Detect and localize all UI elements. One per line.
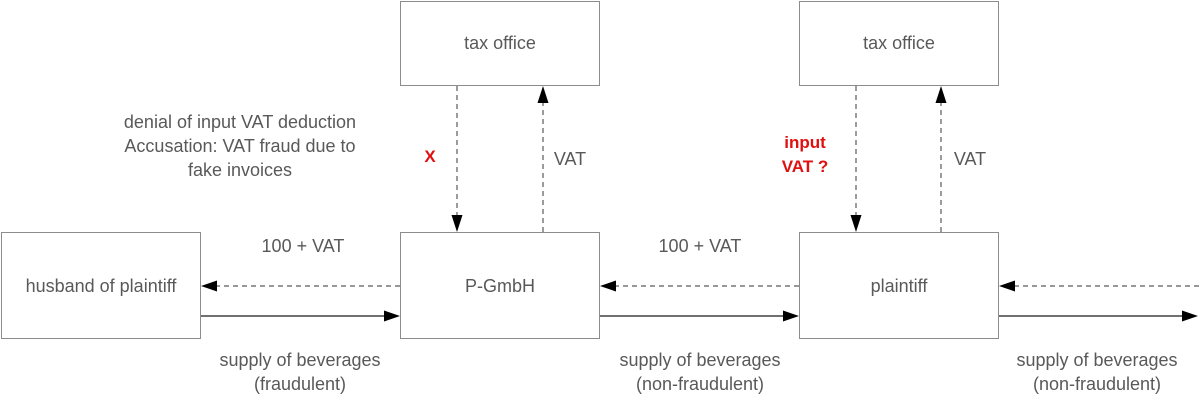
denial-line-2: Accusation: VAT fraud due to [124, 136, 355, 156]
plaintiff-node: plaintiff [799, 232, 999, 339]
supply-1-line-2: (fraudulent) [254, 374, 346, 394]
supply-arrow-pgmbh-to-plaintiff-head [783, 310, 799, 322]
input-vat-question-arrow [850, 86, 862, 232]
tax-office-right-box [799, 1, 999, 86]
payment-label-left: 100 + VAT [262, 236, 345, 256]
input-vat-line-2: VAT ? [782, 157, 829, 176]
supply-arrow-pgmbh-to-plaintiff [600, 310, 799, 322]
payment-arrow-plaintiff-to-pgmbh-head [600, 280, 616, 292]
payment-arrow-pgmbh-to-husband [201, 280, 400, 292]
supply-label-1: supply of beverages (fraudulent) [219, 350, 380, 394]
supply-label-2: supply of beverages (non-fraudulent) [619, 350, 780, 394]
vat-label-left: VAT [554, 149, 586, 169]
supply-2-line-2: (non-fraudulent) [636, 374, 764, 394]
supply-label-3: supply of beverages (non-fraudulent) [1016, 350, 1177, 394]
input-vat-line-1: input [784, 133, 826, 152]
supply-1-line-1: supply of beverages [219, 350, 380, 370]
husband-node: husband of plaintiff [1, 232, 201, 339]
payment-arrow-customer-to-plaintiff-head [999, 280, 1015, 292]
pgmbh-box [400, 232, 600, 339]
vat-label-right: VAT [954, 149, 986, 169]
x-mark: X [424, 147, 436, 166]
payment-label-right: 100 + VAT [659, 236, 742, 256]
tax-office-right-label: tax office [863, 33, 935, 53]
husband-label: husband of plaintiff [26, 276, 178, 296]
vat-payment-left-arrowhead [537, 86, 549, 103]
vat-payment-right-arrow [935, 86, 947, 232]
supply-arrow-plaintiff-to-customer [999, 310, 1198, 322]
supply-2-line-1: supply of beverages [619, 350, 780, 370]
tax-office-right-node: tax office [799, 1, 999, 86]
vat-payment-right-arrowhead [935, 86, 947, 103]
payment-arrow-customer-to-plaintiff [999, 280, 1199, 292]
supply-3-line-2: (non-fraudulent) [1033, 374, 1161, 394]
pgmbh-label: P-GmbH [465, 276, 535, 296]
husband-box [1, 232, 201, 339]
denied-input-vat-arrow [451, 86, 463, 232]
tax-office-left-box [400, 1, 600, 86]
tax-office-left-label: tax office [464, 33, 536, 53]
supply-3-line-1: supply of beverages [1016, 350, 1177, 370]
payment-arrow-plaintiff-to-pgmbh [600, 280, 799, 292]
supply-arrow-plaintiff-to-customer-head [1182, 310, 1198, 322]
plaintiff-label: plaintiff [871, 276, 929, 296]
denial-line-1: denial of input VAT deduction [124, 112, 356, 132]
supply-arrow-husband-to-pgmbh [201, 310, 400, 322]
pgmbh-node: P-GmbH [400, 232, 600, 339]
supply-arrow-husband-to-pgmbh-head [384, 310, 400, 322]
plaintiff-box [799, 232, 999, 339]
tax-office-left-node: tax office [400, 1, 600, 86]
input-vat-question-arrowhead [850, 215, 862, 232]
denied-input-vat-arrowhead [451, 215, 463, 232]
input-vat-question: input VAT ? [782, 133, 829, 176]
payment-arrow-pgmbh-to-husband-head [201, 280, 217, 292]
vat-payment-left-arrow [537, 86, 549, 232]
denial-annotation: denial of input VAT deduction Accusation… [124, 112, 356, 180]
denial-line-3: fake invoices [188, 160, 292, 180]
